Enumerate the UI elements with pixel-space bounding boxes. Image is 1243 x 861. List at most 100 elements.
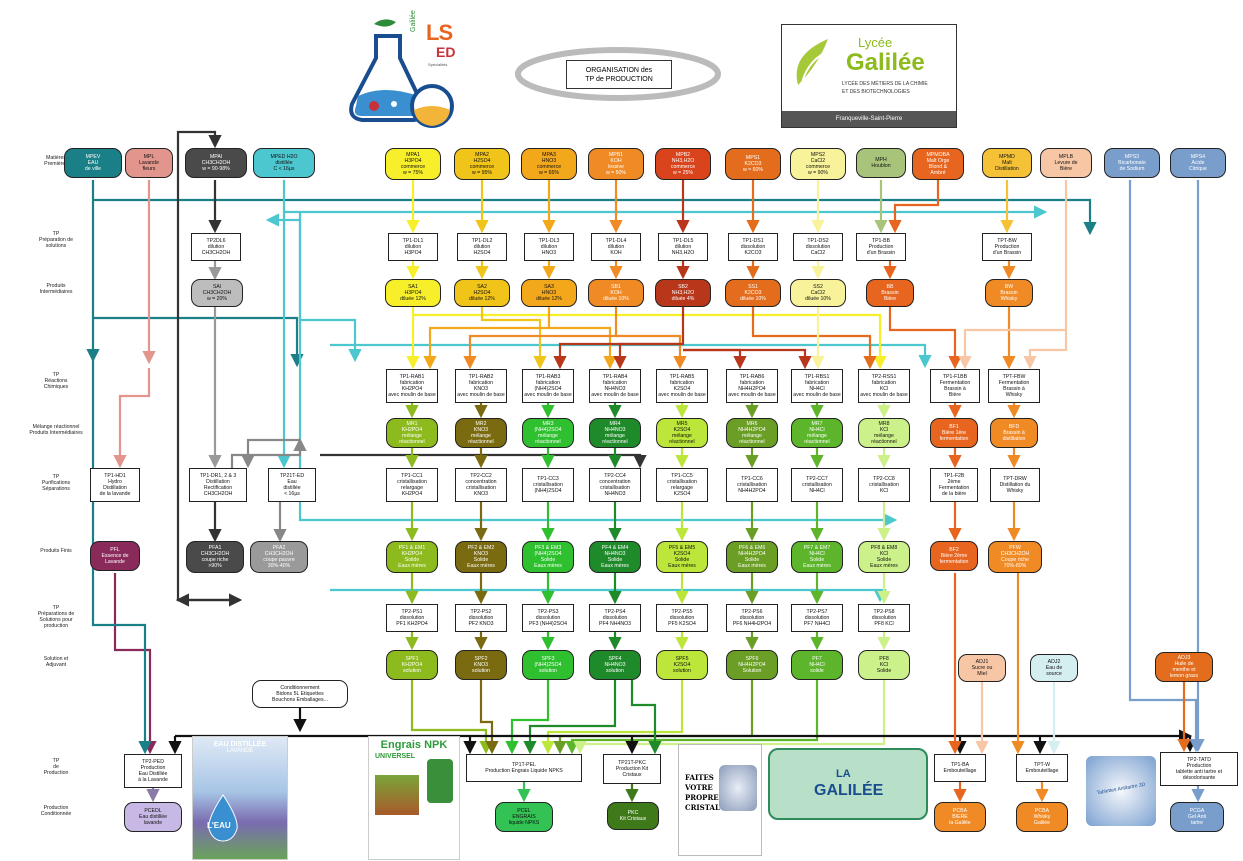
node-tp21ted: TP21T-ED Eau distillée < 16µs — [268, 468, 316, 502]
poster-cristal-t1: FAITES — [685, 773, 714, 782]
node-sb2: SB2 NH3,H2O diluée 4% — [655, 279, 711, 307]
node-tptw: TPT-W Embouteillage — [1016, 754, 1068, 782]
node-pf2: PF2 & EM2 KNO3 Solide Eaux mères — [455, 541, 507, 573]
node-pf7: PF7 & EM7 NH4Cl Solide Eaux mères — [791, 541, 843, 573]
poster-tablet-title: Tablettes Antitartre 3D — [1096, 781, 1146, 797]
node-spf6: SPF6 NH4H2PO4 Solution — [726, 650, 778, 680]
brand-desc1: LYCÉE DES MÉTIERS DE LA CHIMIE — [842, 81, 928, 87]
logo-sub2: Spécialités — [428, 62, 448, 67]
page-title: ORGANISATION des TP de PRODUCTION — [566, 60, 672, 89]
node-pfl: PFL Essence de Lavande — [90, 541, 140, 571]
node-bw: BW Brassin Whisky — [985, 279, 1033, 307]
bottle-icon — [427, 759, 453, 803]
node-pfw: PFW CH3CH2OH Coupe riche 70%-80% — [988, 541, 1042, 573]
node-mr6: MR6 NH4H2PO4 mélange réactionnel — [726, 418, 778, 448]
node-mr3: MR3 (NH4)2SO4 mélange réactionnel — [522, 418, 574, 448]
node-tp1ds1: TP1-DS1 dissolution K2CO3 — [728, 233, 778, 261]
node-pf8s: PF8 KCl Solide — [858, 650, 910, 680]
node-tp2tatd: TP2-TATD Production tablette anti tartre… — [1160, 752, 1238, 786]
node-mped: MPED H2O distillée C < 16µs — [253, 148, 315, 178]
node-tp2ps3: TP2-PS3 dissolution PF3 (NH4)2SO4 — [522, 604, 574, 632]
node-tp2ps8: TP2-PS8 dissolution PF8 KCl — [858, 604, 910, 632]
node-mpa3: MPA3 HNO3 commerce w = 65% — [521, 148, 577, 180]
poster-cristal: FAITES VOTRE PROPRE CRISTAL — [678, 744, 762, 856]
node-pf8: PF8 & EM8 KCl Solide Eaux mères — [858, 541, 910, 573]
poster-engrais-npk: Engrais NPK UNIVERSEL — [368, 736, 460, 860]
node-tp1cc6: TP1-CC6 cristallisation NH4H2PO4 — [726, 468, 778, 502]
node-pcba: PCBA BIERE la Galilée — [934, 802, 986, 832]
node-tp1rab3: TP1-RAB3 fabrication (NH4)2SO4 avec moul… — [522, 369, 574, 403]
node-bf1: BF1 Bière 1ère fermentation — [930, 418, 978, 448]
node-mpa1: MPA1 H3PO4 commerce w = 75% — [385, 148, 441, 180]
node-tp1dl3: TP1-DL3 dilution HNO3 — [524, 233, 574, 261]
leaf-icon — [796, 39, 833, 85]
node-tp1hd1: TP1-HD1 Hydro Distillation de la lavande — [90, 468, 140, 502]
poster-biere-label: LA GALILÉE — [768, 748, 928, 820]
brand-line1: Lycée — [858, 35, 893, 50]
node-tp2cc7: TP2-CC7 cristallisation NH4Cl — [791, 468, 843, 502]
node-pf1: PF1 & EM1 KH2PO4 Solide Eaux mères — [386, 541, 438, 573]
logo-letters-ls: LS — [426, 20, 453, 45]
poster-npk-sub: UNIVERSEL — [375, 753, 416, 760]
node-mr4: MR4 NH4NO3 mélange réactionnel — [589, 418, 641, 448]
node-pf5: PF5 & EM5 K2SO4 Solide Eaux mères — [656, 541, 708, 573]
node-tp1rbs1: TP1-RBS1 fabrication NH4Cl avec moulin d… — [791, 369, 843, 403]
node-mpa2: MPA2 H2SO4 commerce w = 95% — [454, 148, 510, 180]
node-spf3: SPF3 (NH4)2SO4 solution — [522, 650, 574, 680]
node-tp2ps5: TP2-PS5 dissolution PF5 K2SO4 — [656, 604, 708, 632]
node-mr2: MR2 KNO3 mélange réactionnel — [455, 418, 507, 448]
lsed-logo: LS ED Galilée Spécialités — [344, 10, 456, 130]
node-tp1rab2: TP1-RAB2 fabrication KNO3 avec moulin de… — [455, 369, 507, 403]
node-mpmoba: MPMOBA Malt Orge Blond & Ambré — [912, 148, 964, 180]
node-tp21tpkc: TP21T-PKC Production Kit Cristaux — [603, 754, 661, 784]
node-tp1tpel: TP1T-PEL Production Engrais Liquide NPKS — [466, 754, 582, 782]
node-mps1: MPS1 K2CO3 w = 60% — [725, 148, 781, 180]
node-tp1cc5: TP1-CC5 cristallisation relargage K2SO4 — [656, 468, 708, 502]
water-drop-icon — [208, 794, 238, 842]
node-tp2dl6: TP2DL6 dilution CH3CH2OH — [191, 233, 241, 261]
node-tp1dl4: TP1-DL4 dilution KOH — [591, 233, 641, 261]
poster-eau-drop-text: L'EAU — [207, 821, 231, 830]
node-tp2ps2: TP2-PS2 dissolution PF2 KNO3 — [455, 604, 507, 632]
node-tp1dl2: TP1-DL2 dilution H2SO4 — [457, 233, 507, 261]
node-sa1: SA1 H3PO4 diluée 12% — [385, 279, 441, 307]
poster-cristal-t4: CRISTAL — [685, 803, 720, 812]
node-pfa2: PFA2 CH3CH2OH coupe pauvre 30%-40% — [250, 541, 308, 573]
node-tp2cc4: TP2-CC4 concentration cristallisation NH… — [589, 468, 641, 502]
node-cond: Conditionnement Bidons 5L Etiquettes Bou… — [252, 680, 348, 708]
node-adj3: ADJ3 Huile de menthe et lemon grass — [1155, 652, 1213, 682]
node-bf2: BF2 Bière 2ème fermentation — [930, 541, 978, 571]
node-tp2ps7: TP2-PS7 dissolution PF7 NH4Cl — [791, 604, 843, 632]
lycee-galilee-logo: Lycée Galilée LYCÉE DES MÉTIERS DE LA CH… — [781, 24, 957, 128]
node-mph: MPH Houblon — [856, 148, 906, 178]
poster-npk-vegetables — [375, 775, 419, 815]
node-mr8: MR8 KCl mélange réactionnel — [858, 418, 910, 448]
node-spf4: SPF4 NH4NO3 solution — [589, 650, 641, 680]
node-tp1ds2: TP1-DS2 dissolution CaCl2 — [793, 233, 843, 261]
row-label-r8: TP Préparations de Solutions pour produc… — [37, 605, 75, 629]
node-tp2ped: TP2-PED Production Eau Distillée à la La… — [124, 754, 182, 788]
node-mpl: MPL Lavande fleurs — [125, 148, 173, 178]
row-label-r11: Production Conditionnée — [40, 805, 72, 817]
label-la: LA — [836, 768, 851, 780]
node-tp1ba: TP1-BA Embouteillage — [934, 754, 986, 782]
node-pkc: PKC Kit Cristaux — [607, 802, 659, 830]
node-mpb1: MPB1 KOH lessive w = 50% — [588, 148, 644, 180]
town-banner: Franqueville-Saint-Pierre — [782, 111, 956, 127]
node-tp1cc1: TP1-CC1 cristallisation relargage KH2PO4 — [386, 468, 438, 502]
node-tp2ps4: TP2-PS4 dissolution PF4 NH4NO3 — [589, 604, 641, 632]
node-sal: SAl CH3CH2OH w = 20% — [191, 279, 243, 307]
node-tp2cc2: TP2-CC2 concentration cristallisation KN… — [455, 468, 507, 502]
node-spf5: SPF5 K2SO4 solution — [656, 650, 708, 680]
node-tp1cc3: TP1-CC3 cristallisation (NH4)2SO4 — [522, 468, 574, 502]
row-label-r5: Mélange réactionnel Produits Intermédiai… — [29, 424, 83, 436]
node-tp1f2b: TP1-F2B 2ème Fermentation de la bière — [930, 468, 978, 502]
logo-letters-ed: ED — [436, 44, 456, 60]
poster-eau-title: EAU DISTILLÉE — [213, 741, 267, 748]
node-pcel: PCEL ENGRAIS liquide NPKS — [495, 802, 553, 832]
node-bfd: BFD Brassin à distillation — [990, 418, 1038, 448]
node-tp2ps1: TP2-PS1 dissolution PF1 KH2PO4 — [386, 604, 438, 632]
node-mplb: MPLB Levure de Bière — [1040, 148, 1092, 178]
node-pcedl: PCEDL Eau distillée lavande — [124, 802, 182, 832]
